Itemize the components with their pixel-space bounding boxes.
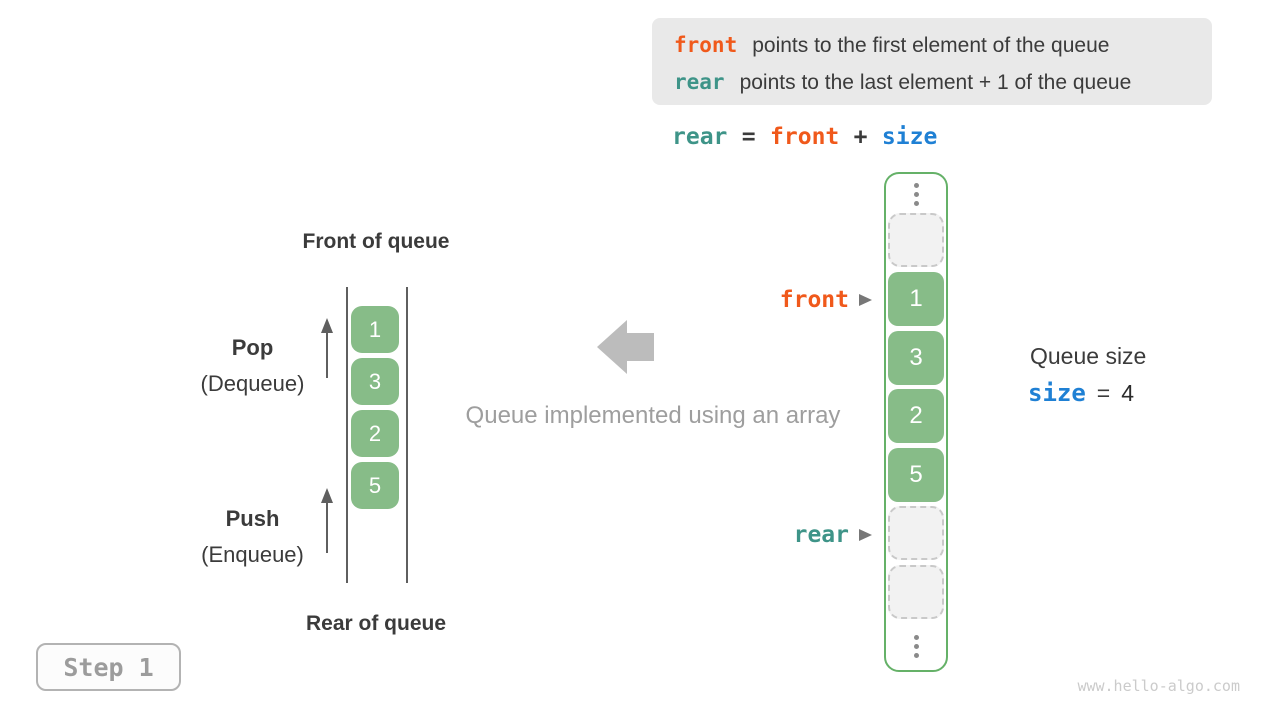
queue-size-title: Queue size: [1030, 343, 1147, 369]
ellipsis-bottom-icon: [888, 632, 944, 660]
pop-up-arrow-icon: [320, 318, 334, 378]
formula: rear = front + size: [672, 122, 937, 151]
array-cell: 1: [888, 272, 944, 326]
queue-cell: 5: [351, 462, 399, 509]
pointer-arrow-icon: [859, 529, 872, 541]
formula-size: size: [881, 124, 938, 150]
size-variable: size: [1028, 379, 1086, 407]
push-label: Push: [225, 506, 280, 531]
dequeue-label: (Dequeue): [200, 371, 305, 396]
array-cell-empty: [888, 565, 944, 619]
queue-cell: 3: [351, 358, 399, 405]
array-container: 1 3 2 5: [884, 172, 948, 672]
formula-front: front: [770, 124, 840, 150]
front-pointer: front: [645, 286, 872, 314]
queue-size-equation: size = 4: [1028, 379, 1134, 407]
front-of-queue-label: Front of queue: [302, 230, 450, 253]
formula-rear: rear: [672, 124, 728, 150]
pointer-arrow-icon: [859, 294, 872, 306]
array-cell-empty: [888, 506, 944, 560]
front-keyword: front: [674, 33, 738, 57]
channel-left-line: [346, 287, 348, 583]
pop-label: Pop: [231, 335, 274, 360]
watermark: www.hello-algo.com: [1077, 677, 1240, 695]
push-up-arrow-icon: [320, 488, 334, 553]
ellipsis-top-icon: [888, 180, 944, 208]
array-cell-empty: [888, 213, 944, 267]
array-cell: 3: [888, 331, 944, 385]
array-cell: 2: [888, 389, 944, 443]
left-arrow-icon: [597, 320, 654, 374]
rear-pointer-label: rear: [793, 522, 849, 548]
size-equals: =: [1096, 380, 1111, 406]
formula-plus: +: [853, 124, 868, 150]
legend-front-text: points to the first element of the queue: [752, 34, 1110, 57]
array-cell: 5: [888, 448, 944, 502]
size-value: 4: [1121, 380, 1135, 406]
rear-keyword: rear: [674, 70, 725, 94]
queue-cell: 2: [351, 410, 399, 457]
front-pointer-label: front: [779, 287, 849, 313]
legend-box: front points to the first element of the …: [652, 18, 1212, 105]
legend-line-rear: rear points to the last element + 1 of th…: [674, 64, 1212, 101]
rear-pointer: rear: [645, 521, 872, 549]
enqueue-label: (Enqueue): [201, 542, 304, 567]
rear-of-queue-label: Rear of queue: [305, 612, 447, 635]
formula-equals: =: [741, 124, 756, 150]
channel-right-line: [406, 287, 408, 583]
legend-line-front: front points to the first element of the …: [674, 27, 1212, 64]
queue-cell: 1: [351, 306, 399, 353]
step-badge: Step 1: [36, 643, 181, 691]
diagram-caption: Queue implemented using an array: [465, 402, 841, 429]
legend-rear-text: points to the last element + 1 of the qu…: [739, 71, 1132, 94]
